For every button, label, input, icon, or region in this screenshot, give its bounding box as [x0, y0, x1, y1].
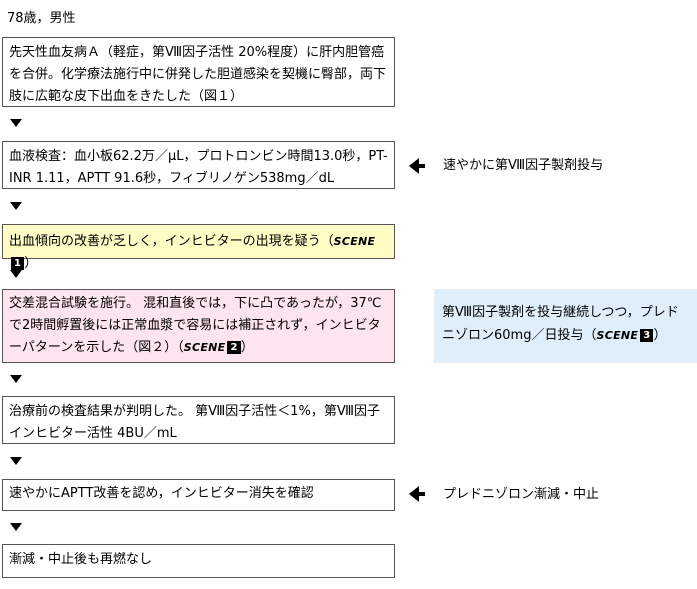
- down-arrow: [10, 202, 22, 210]
- scene-number: 2: [227, 341, 241, 354]
- step-text: 速やかにAPTT改善を認め，インヒビター消失を確認: [9, 486, 314, 501]
- step-text: 血液検査：血小板62.2万／μL，プロトロンビン時間13.0秒，PT-INR 1…: [9, 149, 388, 186]
- step-box-blood-test: 血液検査：血小板62.2万／μL，プロトロンビン時間13.0秒，PT-INR 1…: [2, 141, 395, 189]
- step-box-no-relapse: 漸減・中止後も再燃なし: [2, 544, 395, 578]
- step-box-history: 先天性血友病Ａ（軽症，第Ⅷ因子活性 20%程度）に肝内胆管癌を合併。化学療法施行…: [2, 37, 395, 107]
- left-arrow-icon: [409, 486, 425, 502]
- step-text: 漸減・中止後も再燃なし: [9, 552, 153, 567]
- step-text: 先天性血友病Ａ（軽症，第Ⅷ因子活性 20%程度）に肝内胆管癌を合併。化学療法施行…: [9, 45, 387, 104]
- step-box-aptt-improved: 速やかにAPTT改善を認め，インヒビター消失を確認: [2, 479, 395, 511]
- side-note-factor-viii: 速やかに第Ⅷ因子製剤投与: [443, 158, 604, 173]
- down-arrow: [10, 457, 22, 465]
- left-arrow-icon: [409, 158, 425, 174]
- down-arrow: [10, 523, 22, 531]
- side-note-prednisolone-taper: プレドニゾロン漸減・中止: [443, 487, 600, 502]
- step-box-mixing-test: 交差混合試験を施行。 混和直後では，下に凸であったが，37℃で2時間孵置後には正…: [2, 289, 395, 363]
- down-arrow: [10, 119, 22, 127]
- step-text: 交差混合試験を施行。 混和直後では，下に凸であったが，37℃で2時間孵置後には正…: [9, 296, 382, 355]
- down-arrow: [10, 375, 22, 383]
- scene-number: 1: [11, 257, 25, 270]
- scene-number: 3: [640, 329, 654, 342]
- step-text: 治療前の検査結果が判明した。 第Ⅷ因子活性＜1%，第Ⅷ因子インヒビター活性 4B…: [9, 404, 380, 441]
- step-box-pretreatment-results: 治療前の検査結果が判明した。 第Ⅷ因子活性＜1%，第Ⅷ因子インヒビター活性 4B…: [2, 396, 395, 444]
- step-box-inhibitor-suspect: 出血傾向の改善が乏しく，インヒビターの出現を疑う（SCENE1）: [2, 224, 395, 271]
- scene-badge: SCENE1: [9, 235, 375, 270]
- step-text: 出血傾向の改善が乏しく，インヒビターの出現を疑う（: [9, 234, 334, 249]
- patient-header: 78歳，男性: [7, 11, 76, 26]
- down-arrow: [10, 270, 22, 278]
